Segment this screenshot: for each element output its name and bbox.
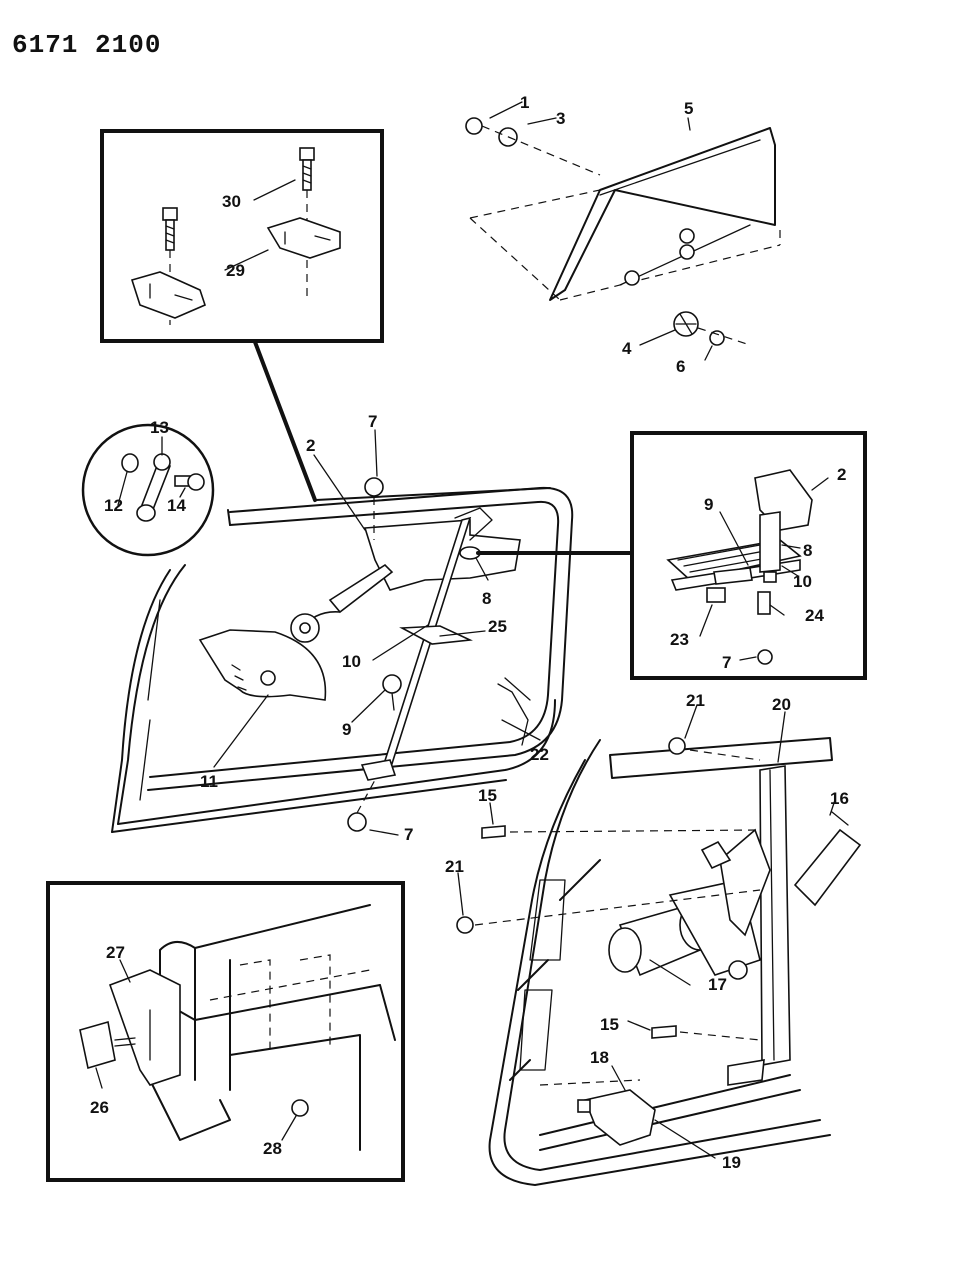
callout-25: 25 <box>488 617 507 636</box>
callout-2-inset: 2 <box>837 465 846 484</box>
callout-9-inset: 9 <box>704 495 713 514</box>
callout-26: 26 <box>90 1098 109 1117</box>
callout-7-top: 7 <box>368 412 377 431</box>
callout-9-main: 9 <box>342 720 351 739</box>
inset-frame-top-left <box>100 129 384 343</box>
callout-8-inset: 8 <box>803 541 812 560</box>
callout-29: 29 <box>226 261 245 280</box>
callout-12: 12 <box>104 496 123 515</box>
callout-7-inset: 7 <box>722 653 731 672</box>
callout-14: 14 <box>167 496 186 515</box>
hinge-bracket-right <box>266 217 341 259</box>
callout-1: 1 <box>520 93 529 112</box>
inset-roller-arm: 13 12 14 <box>81 418 215 557</box>
inset-frame-bottom-left <box>46 881 405 1182</box>
hinge-bracket-left <box>130 271 206 319</box>
callout-22: 22 <box>530 745 549 764</box>
callout-17: 17 <box>708 975 727 994</box>
nut-7-bottom <box>347 812 367 832</box>
callout-15-bottom: 15 <box>600 1015 619 1034</box>
callout-18: 18 <box>590 1048 609 1067</box>
drawing-code: 6171 2100 <box>12 30 162 60</box>
callout-13: 13 <box>150 418 169 437</box>
callout-30: 30 <box>222 192 241 211</box>
callout-21-bottom: 21 <box>445 857 464 876</box>
callout-19: 19 <box>722 1153 741 1172</box>
callout-16: 16 <box>830 789 849 808</box>
callout-10-main: 10 <box>342 652 361 671</box>
callout-7-bottom: 7 <box>404 825 413 844</box>
nut-7-top <box>364 477 384 497</box>
bolt-30-left <box>162 207 178 251</box>
callout-27: 27 <box>106 943 125 962</box>
callout-4: 4 <box>622 339 632 358</box>
door-main-assembly: 7 2 8 25 10 9 11 22 7 <box>111 412 574 844</box>
door-glass-assembly: 1 3 5 4 6 <box>465 93 781 376</box>
callout-6: 6 <box>676 357 685 376</box>
callout-24: 24 <box>805 606 824 625</box>
callout-23: 23 <box>670 630 689 649</box>
callout-10-inset: 10 <box>793 572 812 591</box>
inset-frame-right <box>630 431 867 680</box>
callout-8-main: 8 <box>482 589 491 608</box>
callout-21-top: 21 <box>686 691 705 710</box>
door-power-regulator: 21 20 16 15 21 17 15 18 19 <box>445 691 862 1186</box>
inset-door-clips: 27 26 28 <box>46 881 405 1182</box>
callout-2-main: 2 <box>306 436 315 455</box>
inset-leader-line <box>253 340 317 502</box>
callout-5: 5 <box>684 99 693 118</box>
inset-hinge-brackets: 30 29 <box>100 129 384 343</box>
callout-28: 28 <box>263 1139 282 1158</box>
inset-regulator-detail: 9 2 8 10 24 23 7 <box>630 431 867 680</box>
callout-15-top: 15 <box>478 786 497 805</box>
nut-6 <box>709 330 725 346</box>
bolt-30-right <box>299 147 315 191</box>
callout-3: 3 <box>556 109 565 128</box>
callout-11: 11 <box>200 772 218 791</box>
callout-20: 20 <box>772 695 791 714</box>
